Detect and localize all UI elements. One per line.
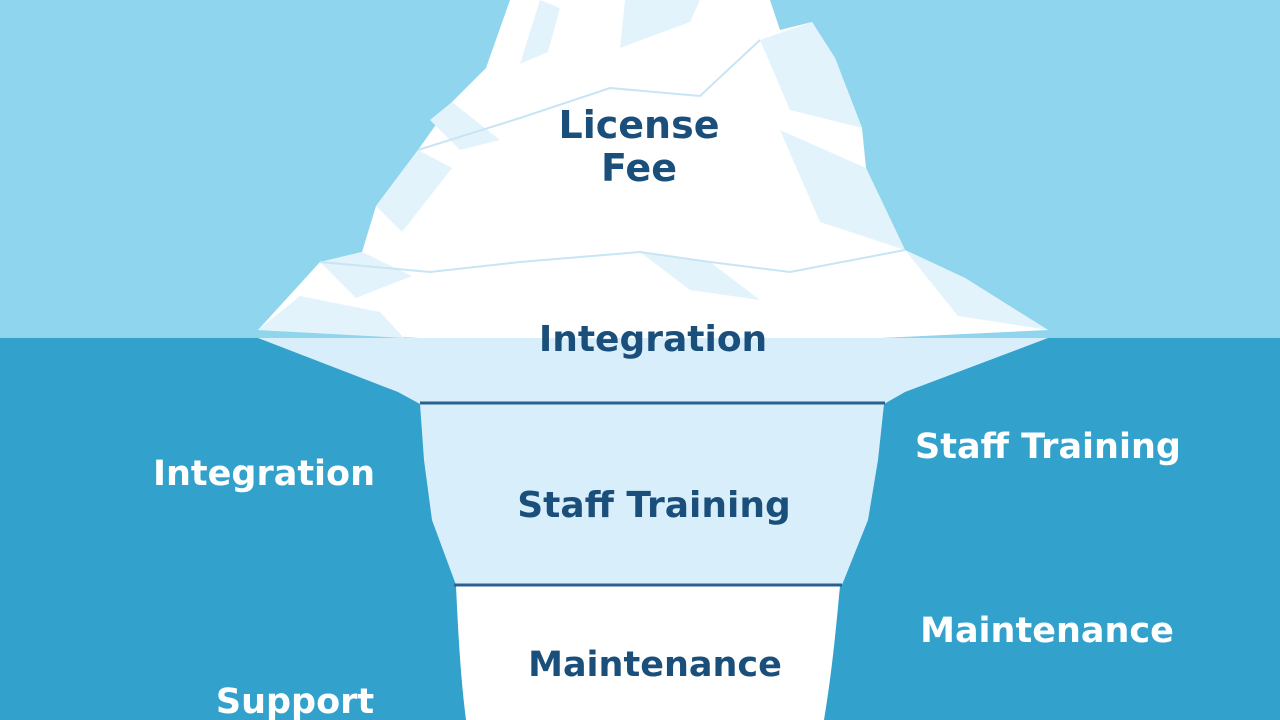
side-label-left-1: Integration bbox=[152, 454, 376, 494]
side-label-right-2: Maintenance bbox=[920, 611, 1174, 651]
band-label-1: Integration bbox=[538, 319, 768, 360]
iceberg-tip bbox=[258, 0, 1048, 338]
tip-label: License Fee bbox=[559, 104, 720, 189]
tip-label-line-1: License bbox=[558, 103, 720, 147]
band-label-3: Maintenance bbox=[528, 645, 782, 685]
iceberg-tip-outline bbox=[319, 39, 906, 274]
iceberg-band-3-shape bbox=[456, 586, 840, 720]
side-label-left-2: Support bbox=[215, 682, 375, 720]
iceberg-band-2-shape bbox=[420, 404, 884, 585]
band-label-2: Staff Training bbox=[517, 485, 791, 526]
iceberg-band-1-shape bbox=[258, 338, 1048, 404]
side-label-right-1: Staff Training bbox=[915, 427, 1181, 467]
tip-label-line-2: Fee bbox=[601, 145, 677, 190]
